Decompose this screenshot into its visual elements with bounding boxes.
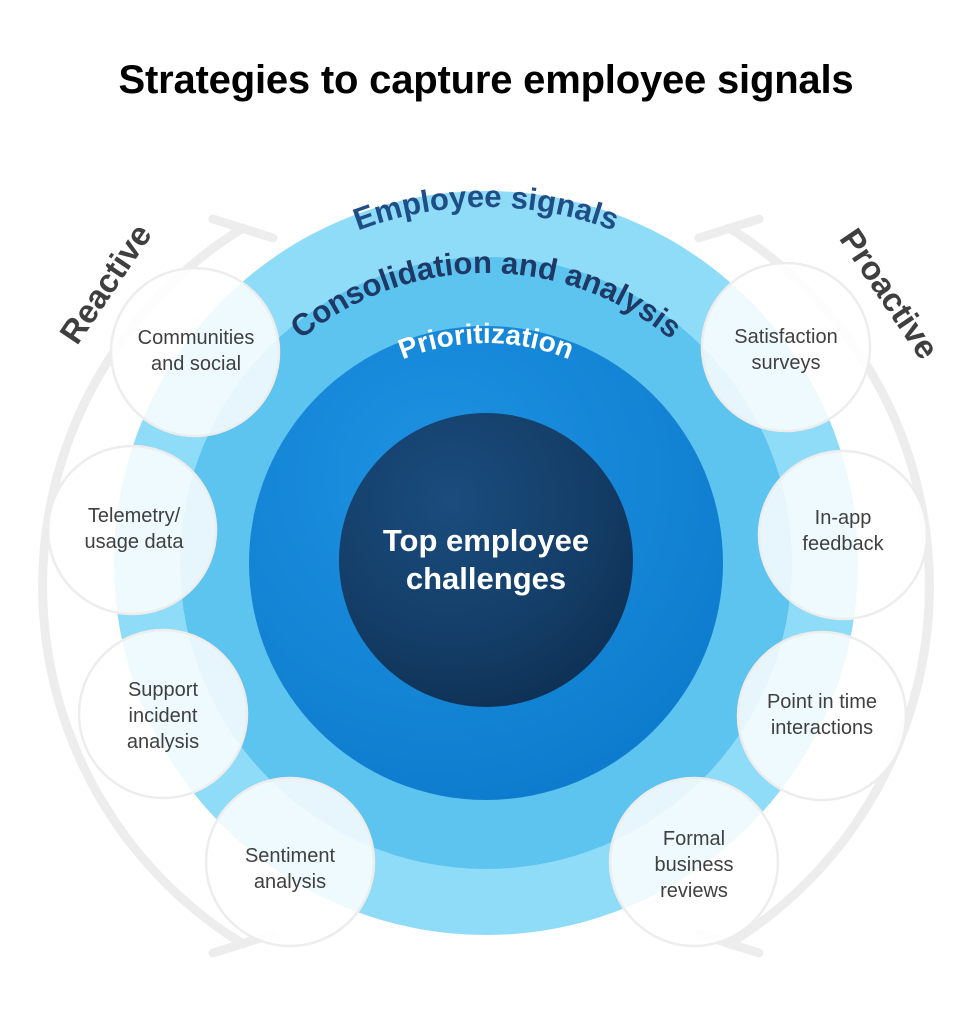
bubble-line: Point in time [767,691,877,713]
bubble-circle[interactable] [608,776,780,948]
bubble-point-in-time-interactions[interactable]: Point in time interactions [736,630,908,802]
center-line-2: challenges [406,561,566,596]
center-line-1: Top employee [383,523,589,558]
bubbles-right-group: Satisfaction surveys In-app feedback Poi… [608,261,929,948]
bubble-line: analysis [254,871,326,893]
bubble-line: analysis [127,731,199,753]
bubble-line: Support [128,679,198,701]
bracket-cap-right-top [694,214,764,243]
bubble-line: interactions [771,717,873,739]
bubble-circle[interactable] [700,261,872,433]
bubble-sentiment-analysis[interactable]: Sentiment analysis [204,776,376,948]
bubble-line: Formal [663,828,725,850]
bubble-in-app-feedback[interactable]: In-app feedback [757,449,929,621]
bubble-line: business [655,854,734,876]
bubble-communities-and-social[interactable]: Communities and social [109,266,281,438]
bubble-line: Satisfaction [734,326,837,348]
center-label: Top employee challenges [383,523,589,596]
bubble-line: incident [129,705,198,727]
bubble-line: usage data [85,531,185,553]
bubble-formal-business-reviews[interactable]: Formal business reviews [608,776,780,948]
bracket-cap-left-top [208,214,278,243]
bubble-satisfaction-surveys[interactable]: Satisfaction surveys [700,261,872,433]
ring-center-core[interactable] [339,413,633,707]
bubble-circle[interactable] [736,630,908,802]
bubble-line: surveys [752,352,821,374]
bubble-circle[interactable] [46,444,218,616]
bubble-circle[interactable] [109,266,281,438]
bubbles-left-group: Communities and social Telemetry/ usage … [46,266,376,948]
bubble-line: Sentiment [245,845,335,867]
bubble-line: In-app [815,507,872,529]
bubble-line: reviews [660,880,728,902]
bubble-circle[interactable] [757,449,929,621]
bubble-line: Communities [138,327,255,349]
bubble-circle[interactable] [204,776,376,948]
bubble-line: and social [151,353,241,375]
bubble-telemetry-usage-data[interactable]: Telemetry/ usage data [46,444,218,616]
bubble-line: feedback [802,533,884,555]
page-title: Strategies to capture employee signals [118,58,854,102]
bubble-support-incident-analysis[interactable]: Support incident analysis [77,628,249,800]
bubble-circle[interactable] [77,628,249,800]
bubble-line: Telemetry/ [88,505,181,527]
